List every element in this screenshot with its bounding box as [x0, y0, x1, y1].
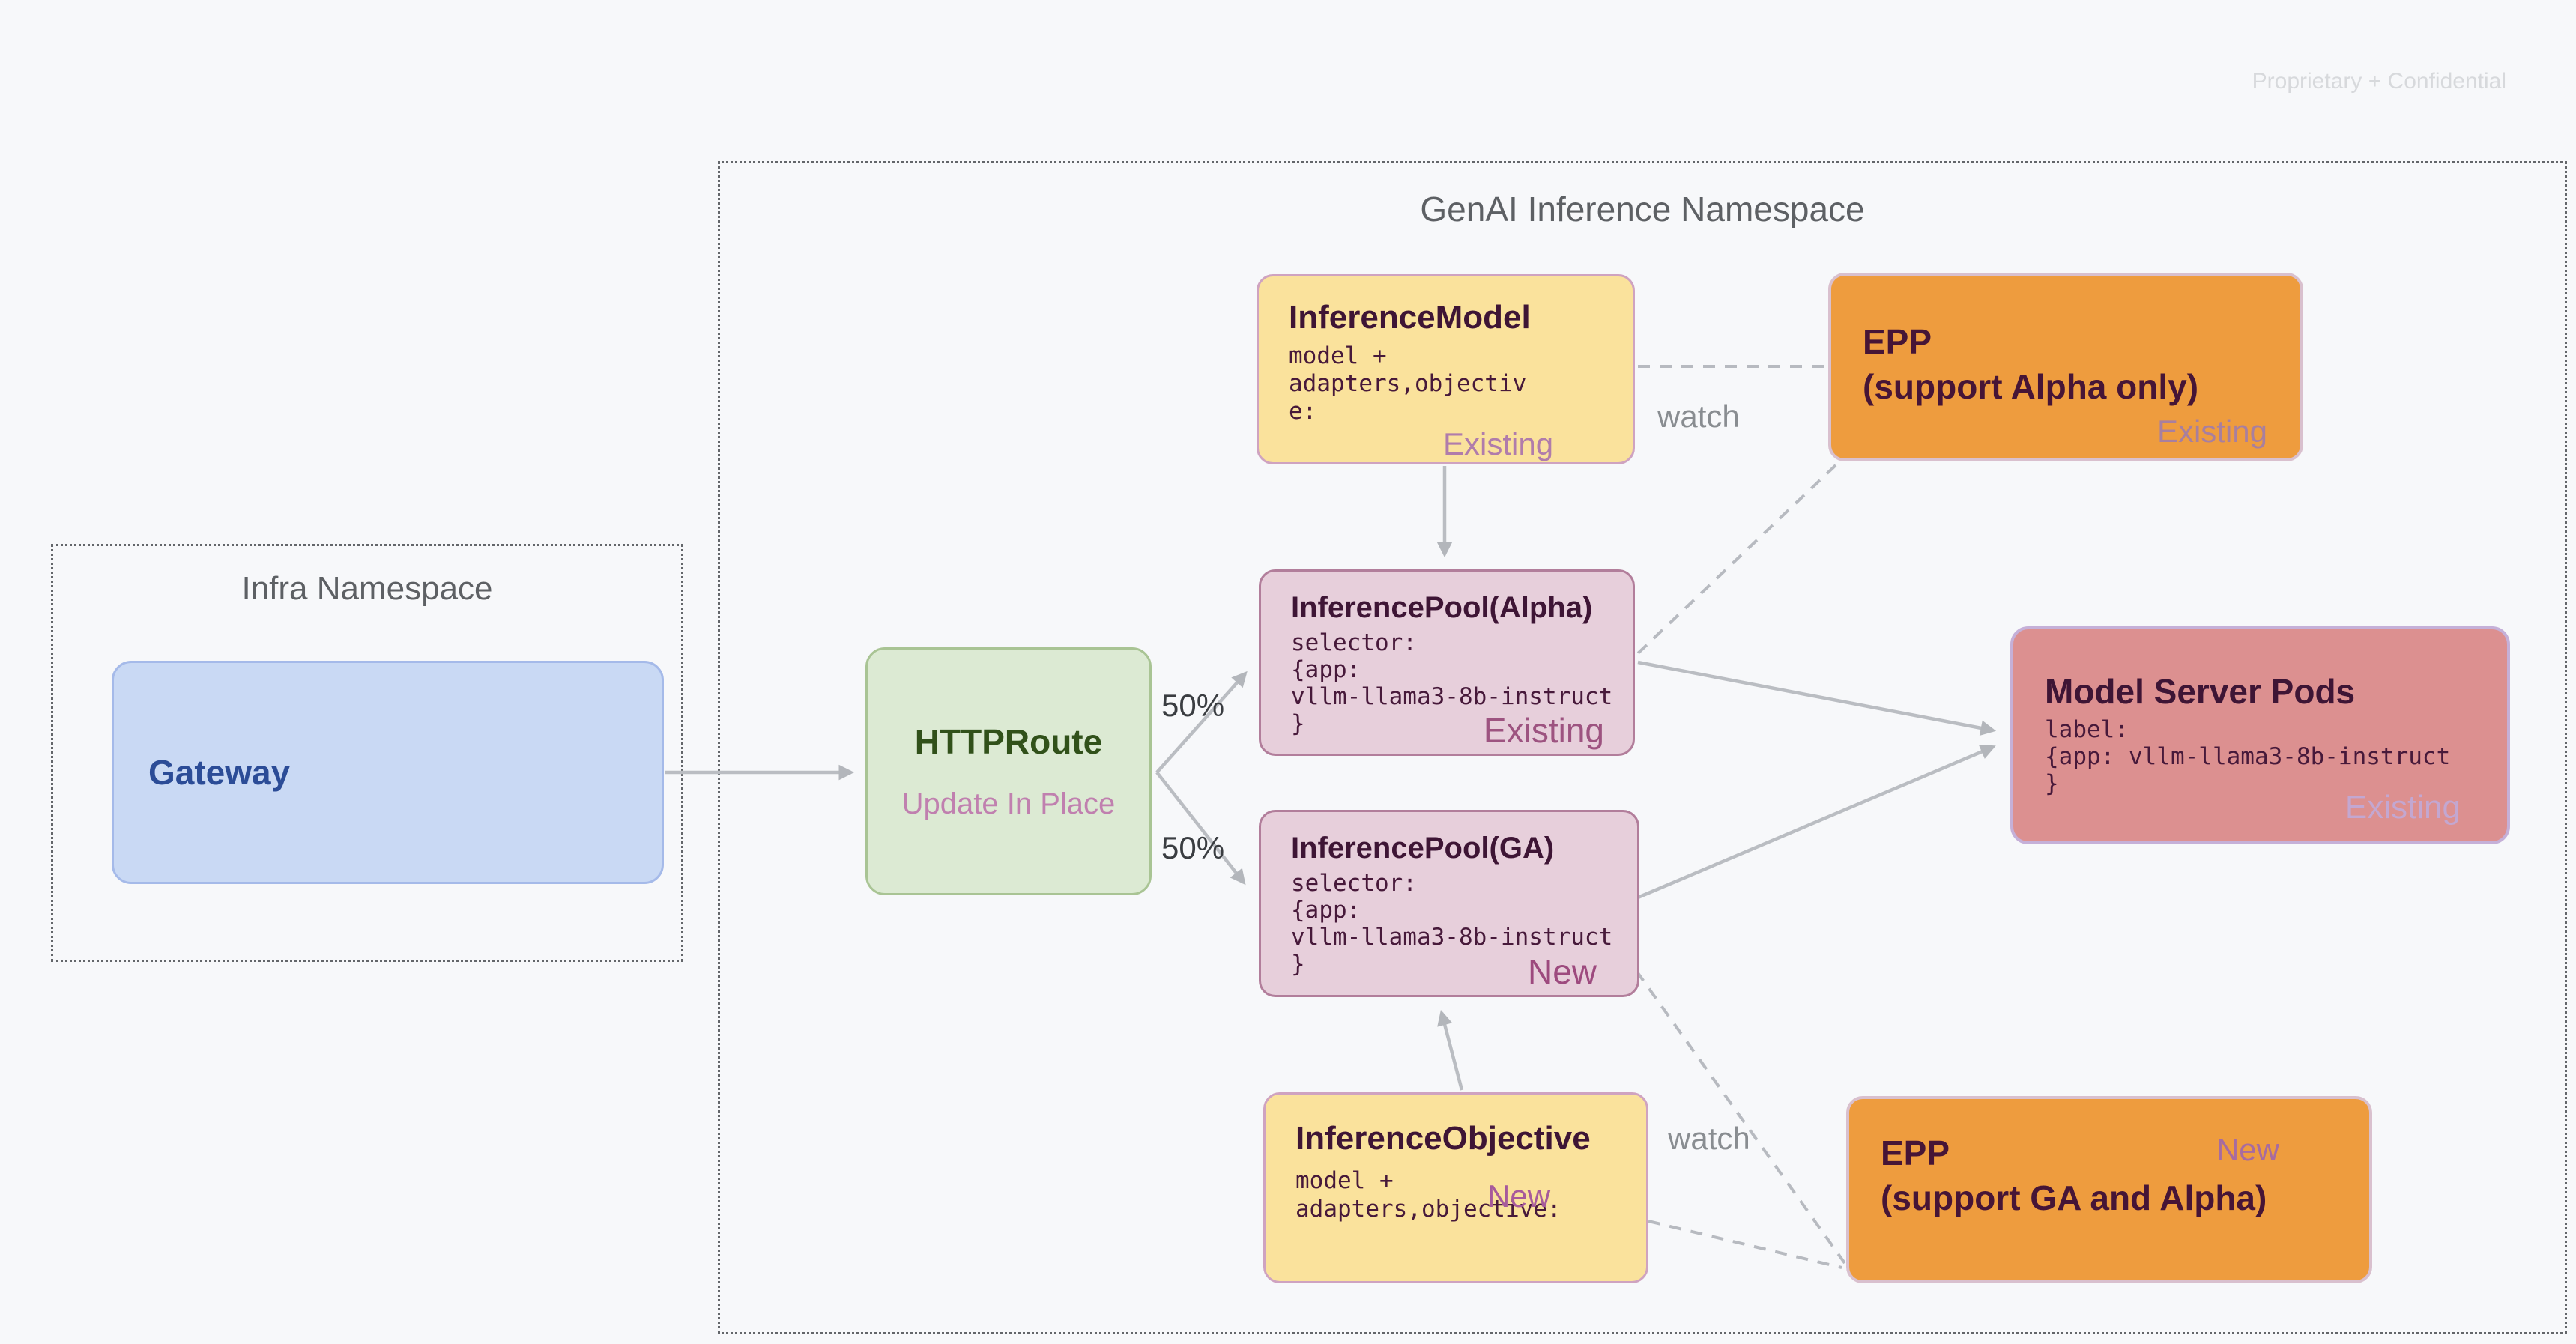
model-server-pods-title: Model Server Pods [2045, 672, 2356, 711]
epp-alpha-title-line2: (support Alpha only) [1863, 367, 2199, 406]
status-badge: Existing [2156, 414, 2267, 449]
model-server-pods-code: label: {app: vllm-llama3-8b-instruct } [2045, 716, 2507, 797]
httproute-title: HTTPRoute [914, 722, 1103, 761]
code-line: {app: [1291, 656, 1361, 683]
epp-ga-title: EPP (support GA and Alpha) [1881, 1130, 2369, 1220]
code-line: model + [1295, 1167, 1394, 1194]
code-line: } [1291, 951, 1305, 978]
epp-alpha-title-line1: EPP [1863, 322, 1932, 361]
watch-label-bottom: watch [1668, 1121, 1750, 1156]
infra-namespace-title: Infra Namespace [241, 570, 493, 607]
code-line: label: [2045, 716, 2129, 743]
code-line: selector: [1291, 629, 1417, 656]
inference-model-node: InferenceModel model + adapters,objectiv… [1257, 274, 1635, 464]
status-badge: Existing [1483, 711, 1604, 750]
code-line: {app: vllm-llama3-8b-instruct [2045, 743, 2451, 770]
infra-namespace-box: Infra Namespace [51, 544, 683, 962]
gateway-node: Gateway [112, 661, 664, 884]
code-line: vllm-llama3-8b-instruct [1291, 683, 1613, 710]
gateway-title: Gateway [148, 753, 291, 792]
httproute-node: HTTPRoute Update In Place [865, 647, 1152, 895]
model-server-pods-node: Model Server Pods label: {app: vllm-llam… [2010, 626, 2510, 844]
traffic-split-label-top: 50% [1161, 688, 1225, 723]
epp-ga-title-line2: (support GA and Alpha) [1881, 1178, 2267, 1217]
status-badge: New [1527, 952, 1597, 991]
code-line: vllm-llama3-8b-instruct [1291, 924, 1613, 951]
status-badge: New [1487, 1178, 1551, 1214]
code-line: selector: [1291, 870, 1417, 897]
epp-ga-node: EPP (support GA and Alpha) New [1846, 1096, 2372, 1283]
traffic-split-label-bottom: 50% [1161, 830, 1225, 865]
inference-model-title: InferenceModel [1289, 299, 1531, 336]
inference-objective-node: InferenceObjective model + adapters,obje… [1263, 1092, 1648, 1283]
genai-namespace-title: GenAI Inference Namespace [1420, 190, 1865, 228]
genai-namespace-box: GenAI Inference Namespace [718, 161, 2567, 1334]
inference-objective-title: InferenceObjective [1295, 1120, 1591, 1157]
inference-objective-code: model + adapters,objective: [1295, 1166, 1630, 1223]
code-line: } [1291, 710, 1305, 737]
epp-alpha-node: EPP (support Alpha only) Existing [1828, 273, 2303, 461]
inference-model-code: model + adapters,objectiv e: [1289, 342, 1613, 426]
code-line: e: [1289, 398, 1317, 425]
inference-pool-ga-node: InferencePool(GA) selector: {app: vllm-l… [1259, 810, 1639, 997]
inference-pool-alpha-node: InferencePool(Alpha) selector: {app: vll… [1259, 569, 1635, 756]
status-badge: New [2216, 1132, 2279, 1167]
code-line: } [2045, 770, 2059, 797]
watch-label-top: watch [1657, 399, 1740, 434]
pool-alpha-title: InferencePool(Alpha) [1291, 591, 1593, 624]
status-badge: Existing [2344, 789, 2461, 826]
pool-alpha-code: selector: {app: vllm-llama3-8b-instruct … [1291, 629, 1616, 737]
epp-ga-title-line1: EPP [1881, 1133, 1950, 1172]
pool-ga-title: InferencePool(GA) [1291, 832, 1555, 865]
status-badge: Existing [1443, 426, 1554, 461]
httproute-subtitle: Update In Place [901, 787, 1116, 820]
code-line: {app: [1291, 897, 1361, 924]
code-line: adapters,objectiv [1289, 370, 1527, 397]
code-line: adapters,objective: [1295, 1196, 1561, 1223]
code-line: model + [1289, 342, 1387, 369]
pool-ga-code: selector: {app: vllm-llama3-8b-instruct … [1291, 870, 1621, 978]
watermark-label: Proprietary + Confidential [2252, 69, 2506, 94]
epp-alpha-title: EPP (support Alpha only) [1863, 319, 2300, 409]
